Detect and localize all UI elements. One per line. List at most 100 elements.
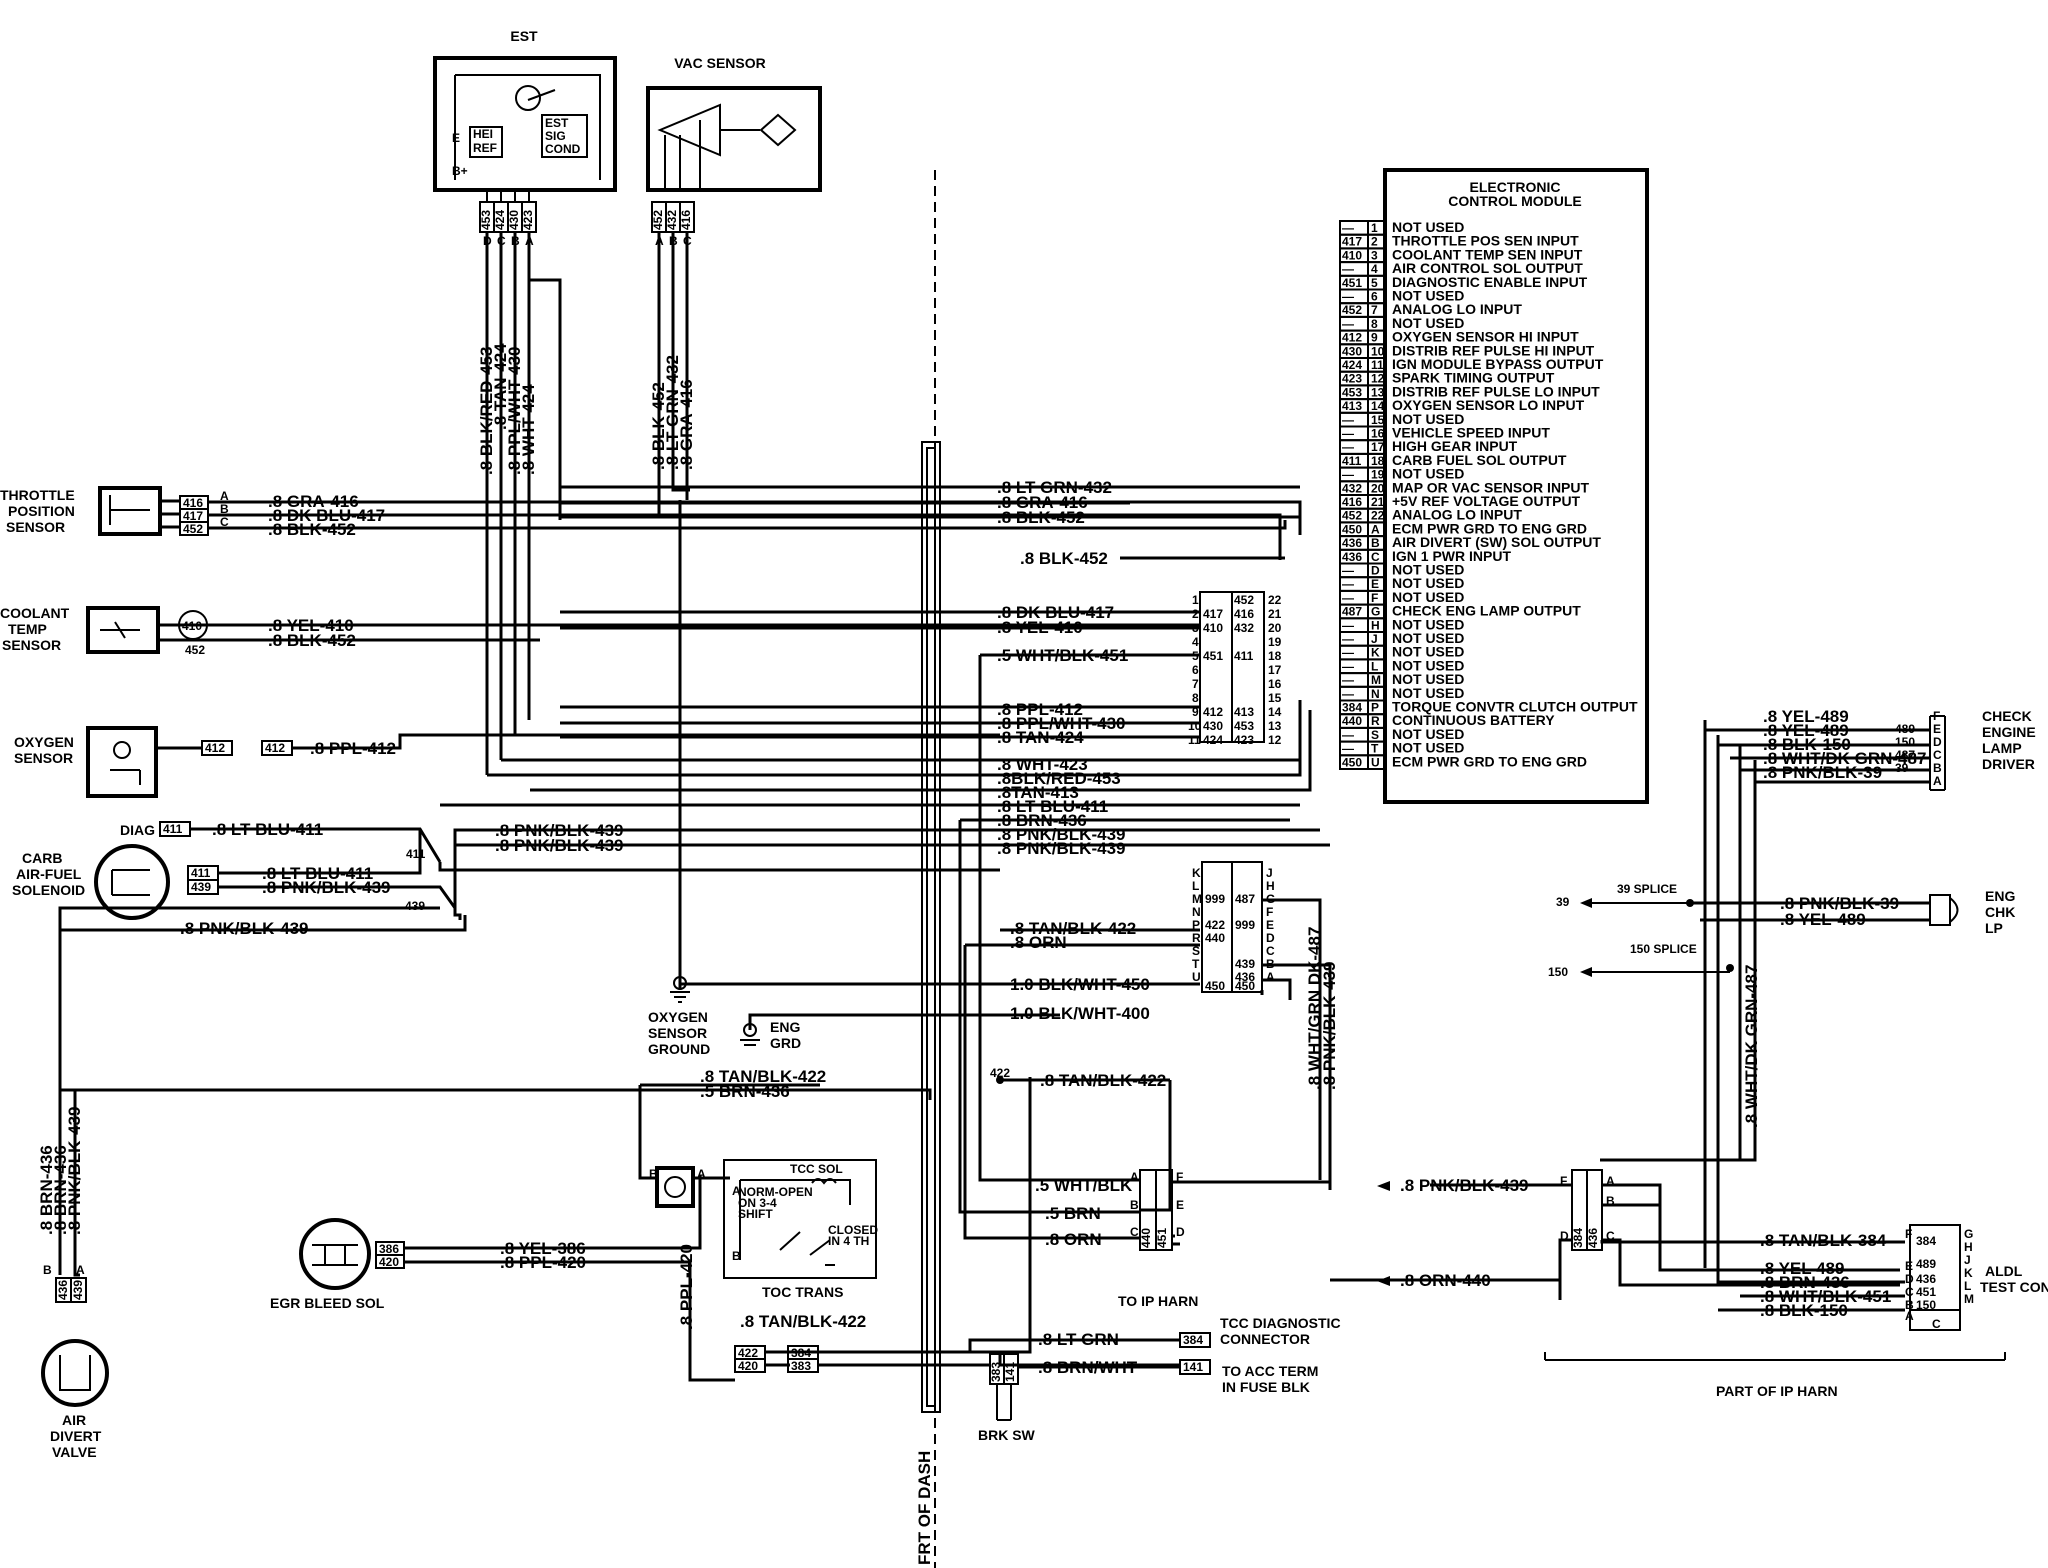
ecm-pin-circuit: — bbox=[1342, 468, 1354, 482]
svg-text:GRD: GRD bbox=[770, 1035, 801, 1051]
ecm-pin-circuit: 424 bbox=[1342, 358, 1362, 372]
ecm-pin-number: A bbox=[1371, 522, 1380, 536]
svg-text:AIR-FUEL: AIR-FUEL bbox=[16, 866, 82, 882]
svg-text:A: A bbox=[76, 1263, 85, 1277]
svg-text:11: 11 bbox=[1188, 733, 1201, 747]
ecm-pin-label: NOT USED bbox=[1392, 671, 1464, 687]
ecm-pin-number: P bbox=[1371, 701, 1379, 715]
svg-text:432: 432 bbox=[1234, 621, 1254, 635]
svg-text:.8 BLK-452: .8 BLK-452 bbox=[649, 382, 668, 470]
svg-text:T: T bbox=[1192, 957, 1200, 971]
svg-text:K: K bbox=[1192, 866, 1201, 880]
splice-150: 150 SPLICE 150 bbox=[1548, 942, 1734, 979]
ecm-pin-circuit: 413 bbox=[1342, 399, 1362, 413]
ecm-pin-number: 18 bbox=[1371, 454, 1385, 468]
svg-text:.8 BLK-452: .8 BLK-452 bbox=[1020, 549, 1108, 568]
svg-text:.8 TAN-424: .8 TAN-424 bbox=[491, 343, 510, 430]
ecm-pin-label: VEHICLE SPEED INPUT bbox=[1392, 425, 1550, 441]
svg-text:150: 150 bbox=[1895, 735, 1915, 749]
svg-text:H: H bbox=[1964, 1240, 1973, 1254]
ecm-pin-label: DIAGNOSTIC ENABLE INPUT bbox=[1392, 274, 1588, 290]
svg-text:DRIVER: DRIVER bbox=[1982, 756, 2035, 772]
ecm-pin-circuit: — bbox=[1342, 742, 1354, 756]
ecm-pin-number: L bbox=[1371, 659, 1378, 673]
ecm-pin-circuit: — bbox=[1342, 632, 1354, 646]
svg-text:411: 411 bbox=[191, 866, 211, 880]
ecm-pin-number: 19 bbox=[1371, 468, 1385, 482]
svg-text:M: M bbox=[1964, 1292, 1974, 1306]
svg-text:487: 487 bbox=[1895, 748, 1915, 762]
ecm-pin-number: B bbox=[1371, 536, 1380, 550]
ecm-pin-label: ANALOG LO INPUT bbox=[1392, 301, 1522, 317]
tcc-diagnostic-connector: TCC DIAGNOSTIC CONNECTOR bbox=[1220, 1315, 1341, 1347]
diag-label: DIAG bbox=[120, 822, 155, 838]
svg-text:.8 BRN-436: .8 BRN-436 bbox=[51, 1145, 70, 1235]
ecm-pin-label: NOT USED bbox=[1392, 315, 1464, 331]
svg-text:411: 411 bbox=[1234, 649, 1254, 663]
svg-text:D: D bbox=[1176, 1225, 1185, 1239]
svg-text:436: 436 bbox=[1916, 1272, 1936, 1286]
ecm-pin-label: COOLANT TEMP SEN INPUT bbox=[1392, 246, 1583, 262]
egr-bleed-solenoid: EGR BLEED SOL bbox=[270, 1218, 385, 1311]
svg-text:424: 424 bbox=[1203, 733, 1223, 747]
ecm-pin-circuit: 452 bbox=[1342, 303, 1362, 317]
ecm-pin-number: 14 bbox=[1371, 399, 1385, 413]
svg-text:487: 487 bbox=[1235, 892, 1255, 906]
ecm-pin-circuit: 411 bbox=[1342, 454, 1362, 468]
vac-sensor-bridge-icon bbox=[657, 103, 797, 190]
ecm-pin-number: 13 bbox=[1371, 385, 1385, 399]
svg-text:17: 17 bbox=[1268, 663, 1282, 677]
ecm-pin-label: IGN MODULE BYPASS OUTPUT bbox=[1392, 356, 1604, 372]
svg-text:CHECK: CHECK bbox=[1982, 708, 2032, 724]
ecm-pin-label: MAP OR VAC SENSOR INPUT bbox=[1392, 479, 1590, 495]
svg-text:A: A bbox=[1266, 970, 1275, 984]
svg-text:436: 436 bbox=[56, 1280, 70, 1300]
carb-air-fuel-solenoid: CARB AIR-FUEL SOLENOID bbox=[12, 844, 170, 920]
svg-text:TO IP HARN: TO IP HARN bbox=[1118, 1293, 1198, 1309]
ecm-pin-circuit: — bbox=[1342, 618, 1354, 632]
svg-text:SIG: SIG bbox=[545, 129, 566, 143]
svg-text:.8 PNK/BLK-439: .8 PNK/BLK-439 bbox=[1400, 1176, 1528, 1195]
ecm-pin-circuit: 423 bbox=[1342, 372, 1362, 386]
svg-text:420: 420 bbox=[738, 1359, 758, 1373]
svg-text:K: K bbox=[1964, 1266, 1973, 1280]
ecm-pin-label: NOT USED bbox=[1392, 726, 1464, 742]
svg-text:.8 PNK/BLK-439: .8 PNK/BLK-439 bbox=[495, 821, 623, 840]
right-wire-labels: .8 YEL-489 .8 YEL-489 .8 BLK-150 .8 WHT/… bbox=[1763, 707, 1926, 929]
air-divert-valve: AIR DIVERT VALVE bbox=[41, 1339, 109, 1460]
ecm-pin-circuit: — bbox=[1342, 317, 1354, 331]
svg-text:TCC SOL: TCC SOL bbox=[790, 1162, 843, 1176]
svg-text:384: 384 bbox=[791, 1346, 811, 1360]
ecm-pin-number: 2 bbox=[1371, 235, 1378, 249]
svg-text:C: C bbox=[1933, 748, 1942, 762]
ecm-pin-circuit: — bbox=[1342, 577, 1354, 591]
svg-text:ON 3-4: ON 3-4 bbox=[738, 1196, 777, 1210]
svg-text:.8 PPL-412: .8 PPL-412 bbox=[310, 739, 396, 758]
svg-text:1.0 BLK/WHT-400: 1.0 BLK/WHT-400 bbox=[1010, 1004, 1150, 1023]
svg-text:F: F bbox=[1266, 905, 1273, 919]
svg-text:SOLENOID: SOLENOID bbox=[12, 882, 85, 898]
svg-text:2: 2 bbox=[1192, 607, 1199, 621]
svg-text:8: 8 bbox=[1192, 691, 1199, 705]
ecm-pin-label: NOT USED bbox=[1392, 630, 1464, 646]
svg-text:436: 436 bbox=[1235, 970, 1255, 984]
svg-text:.8 YEL-410: .8 YEL-410 bbox=[268, 616, 354, 635]
svg-text:E: E bbox=[1266, 918, 1274, 932]
vac-sensor-module bbox=[646, 86, 822, 192]
svg-text:B: B bbox=[1933, 761, 1942, 775]
ecm-pin-label: CHECK ENG LAMP OUTPUT bbox=[1392, 603, 1581, 619]
svg-text:TEST CONN: TEST CONN bbox=[1980, 1279, 2048, 1295]
svg-text:.8 WHT-424: .8 WHT-424 bbox=[519, 384, 538, 475]
svg-text:P: P bbox=[1192, 918, 1200, 932]
